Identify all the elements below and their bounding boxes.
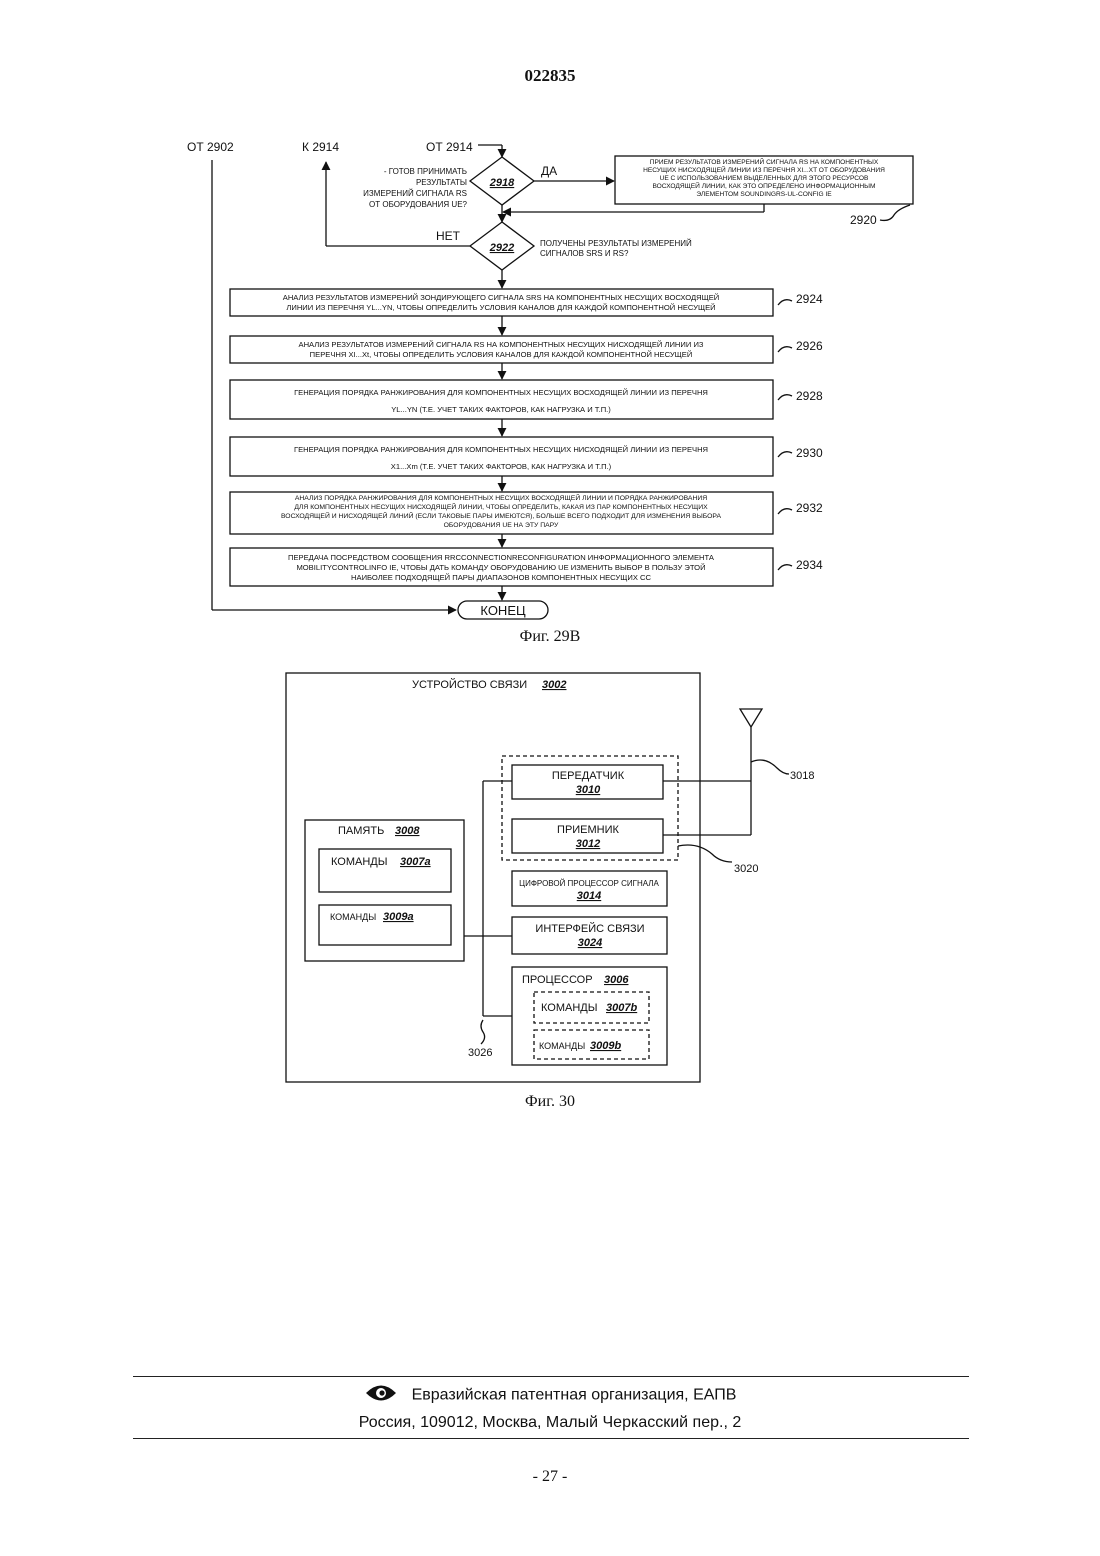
dsp-ref: 3014 xyxy=(577,890,601,902)
decision-2918-q0: - ГОТОВ ПРИНИМАТЬ xyxy=(384,167,467,176)
device-label: УСТРОЙСТВО СВЯЗИ xyxy=(412,678,527,691)
proc-commands-a-ref: 3007b xyxy=(606,1002,637,1014)
step-2930: ГЕНЕРАЦИЯ ПОРЯДКА РАНЖИРОВАНИЯ ДЛЯ КОМПО… xyxy=(230,437,823,476)
device-ref: 3002 xyxy=(542,679,566,691)
receiver-ref: 3012 xyxy=(576,838,600,850)
transceiver-leader xyxy=(678,845,732,862)
decision-2918-ref: 2918 xyxy=(489,177,515,189)
comm-interface-label: ИНТЕРФЕЙС СВЯЗИ xyxy=(535,922,644,935)
box-2920-line1: НЕСУЩИХ НИСХОДЯЩЕЙ ЛИНИИ ИЗ ПЕРЕЧНЯ XI..… xyxy=(643,165,885,174)
memory-ref: 3008 xyxy=(395,825,420,837)
step-2928-ref: 2928 xyxy=(796,389,823,403)
connector-from-2902: ОТ 2902 xyxy=(187,140,234,154)
box-2920-line2: UE С ИСПОЛЬЗОВАНИЕМ ВЫДЕЛЕННЫХ ДЛЯ ЭТОГО… xyxy=(660,175,869,182)
bus-ref: 3026 xyxy=(468,1047,492,1059)
box-2920-line4: ЭЛЕМЕНТОМ SOUNDINGRS-UL-CONFIG IE xyxy=(696,191,832,198)
eapo-logo-icon xyxy=(364,1384,398,1407)
memory-box xyxy=(305,820,464,961)
transmitter-label: ПЕРЕДАТЧИК xyxy=(552,770,625,782)
step-2932-ref: 2932 xyxy=(796,501,823,515)
transmitter-ref: 3010 xyxy=(576,784,601,796)
step-2930-line0: ГЕНЕРАЦИЯ ПОРЯДКА РАНЖИРОВАНИЯ ДЛЯ КОМПО… xyxy=(294,445,708,454)
step-2930-ref: 2930 xyxy=(796,446,823,460)
device-box xyxy=(286,673,700,1082)
step-2924-ref: 2924 xyxy=(796,292,823,306)
footer-address: Россия, 109012, Москва, Малый Черкасский… xyxy=(0,1414,1100,1432)
proc-commands-b-label: КОМАНДЫ xyxy=(539,1041,585,1051)
footer-organization: Евразийская патентная организация, ЕАПВ xyxy=(0,1384,1100,1407)
step-2932-line2: ВОСХОДЯЩЕЙ И НИСХОДЯЩЕЙ ЛИНИЙ (ЕСЛИ ТАКО… xyxy=(281,511,722,520)
antenna-icon xyxy=(740,709,762,835)
figure-30: УСТРОЙСТВО СВЯЗИ 3002 ПАМЯТЬ 3008 КОМАНД… xyxy=(286,673,814,1110)
processor-label: ПРОЦЕССОР xyxy=(522,974,593,986)
step-2932: АНАЛИЗ ПОРЯДКА РАНЖИРОВАНИЯ ДЛЯ КОМПОНЕН… xyxy=(230,492,823,534)
footer-organization-text: Евразийская патентная организация, ЕАПВ xyxy=(412,1387,737,1404)
bus-leader xyxy=(481,1020,485,1044)
mem-commands-a-label: КОМАНДЫ xyxy=(331,856,387,868)
step-2934-ref: 2934 xyxy=(796,558,823,572)
decision-2922-no: НЕТ xyxy=(436,229,461,243)
fig29b-caption: Фиг. 29В xyxy=(520,628,581,645)
step-2926: АНАЛИЗ РЕЗУЛЬТАТОВ ИЗМЕРЕНИЙ СИГНАЛА RS … xyxy=(230,336,823,363)
step-2934-line0: ПЕРЕДАЧА ПОСРЕДСТВОМ СООБЩЕНИЯ RRCCONNEC… xyxy=(288,553,715,562)
step-2934-line1: MOBILITYCONTROLINFO IE, ЧТОБЫ ДАТЬ КОМАН… xyxy=(296,563,705,572)
decision-2922-q1: СИГНАЛОВ SRS И RS? xyxy=(540,249,629,258)
mem-commands-b-label: КОМАНДЫ xyxy=(330,912,376,922)
comm-interface-ref: 3024 xyxy=(578,937,602,949)
step-2930-line1: X1...Xm (Т.Е. УЧЕТ ТАКИХ ФАКТОРОВ, КАК Н… xyxy=(391,462,612,471)
transceiver-ref: 3020 xyxy=(734,863,758,875)
fig30-caption: Фиг. 30 xyxy=(525,1093,575,1110)
figure-29b: ОТ 2902 К 2914 ОТ 2914 2918 - ГОТОВ ПРИН… xyxy=(187,140,913,645)
box-2920-line3: ВОСХОДЯЩЕЙ ЛИНИИ, КАК ЭТО ОПРЕДЕЛЕНО ИНФ… xyxy=(653,181,876,190)
mem-commands-b-ref: 3009a xyxy=(383,911,414,923)
step-2924-line1: ЛИНИИ ИЗ ПЕРЕЧНЯ YL...YN, ЧТОБЫ ОПРЕДЕЛИ… xyxy=(286,303,715,312)
step-2932-line1: ДЛЯ КОМПОНЕНТНЫХ НЕСУЩИХ НИСХОДЯЩЕЙ ЛИНИ… xyxy=(294,502,708,511)
connector-to-2914: К 2914 xyxy=(302,140,339,154)
footer-rule-top xyxy=(133,1376,969,1377)
step-2926-line1: ПЕРЕЧНЯ XI...Xt, ЧТОБЫ ОПРЕДЕЛИТЬ УСЛОВИ… xyxy=(310,350,693,359)
box-2920-ref: 2920 xyxy=(850,213,877,227)
antenna-ref: 3018 xyxy=(790,770,814,782)
step-2934-line2: НАИБОЛЕЕ ПОДХОДЯЩЕЙ ПАРЫ ДИАПАЗОНОВ КОМП… xyxy=(351,573,651,582)
proc-commands-b-ref: 3009b xyxy=(590,1040,621,1052)
step-2926-line0: АНАЛИЗ РЕЗУЛЬТАТОВ ИЗМЕРЕНИЙ СИГНАЛА RS … xyxy=(299,340,704,349)
proc-commands-a-label: КОМАНДЫ xyxy=(541,1002,597,1014)
processor-ref: 3006 xyxy=(604,974,629,986)
decision-2918-q1: РЕЗУЛЬТАТЫ xyxy=(416,178,467,187)
memory-label: ПАМЯТЬ xyxy=(338,825,384,837)
page-number: - 27 - xyxy=(0,1468,1100,1486)
receiver-label: ПРИЕМНИК xyxy=(557,824,619,836)
antenna-leader xyxy=(751,760,789,774)
decision-2918-q3: ОТ ОБОРУДОВАНИЯ UE? xyxy=(369,200,468,209)
end-label: КОНЕЦ xyxy=(480,603,526,618)
decision-2918-yes: ДА xyxy=(541,164,557,178)
connector-from-2914: ОТ 2914 xyxy=(426,140,473,154)
decision-2918-q2: ИЗМЕРЕНИЙ СИГНАЛА RS xyxy=(363,189,467,198)
box-2920-leader xyxy=(880,205,910,220)
step-2928-line1: YL...YN (Т.Е. УЧЕТ ТАКИХ ФАКТОРОВ, КАК Н… xyxy=(391,405,611,414)
decision-2922-q0: ПОЛУЧЕНЫ РЕЗУЛЬТАТЫ ИЗМЕРЕНИЙ xyxy=(540,239,692,248)
step-2928-line0: ГЕНЕРАЦИЯ ПОРЯДКА РАНЖИРОВАНИЯ ДЛЯ КОМПО… xyxy=(294,388,708,397)
mem-commands-a-ref: 3007a xyxy=(400,856,431,868)
step-2934: ПЕРЕДАЧА ПОСРЕДСТВОМ СООБЩЕНИЯ RRCCONNEC… xyxy=(230,548,823,586)
decision-2922-ref: 2922 xyxy=(489,242,514,254)
step-2932-line3: ОБОРУДОВАНИЯ UE НА ЭТУ ПАРУ xyxy=(444,522,559,529)
dsp-label: ЦИФРОВОЙ ПРОЦЕССОР СИГНАЛА xyxy=(519,879,659,888)
step-2928: ГЕНЕРАЦИЯ ПОРЯДКА РАНЖИРОВАНИЯ ДЛЯ КОМПО… xyxy=(230,380,823,419)
step-2924: АНАЛИЗ РЕЗУЛЬТАТОВ ИЗМЕРЕНИЙ ЗОНДИРУЮЩЕГ… xyxy=(230,289,823,316)
footer-rule-bottom xyxy=(133,1438,969,1439)
step-2926-ref: 2926 xyxy=(796,339,823,353)
step-2932-line0: АНАЛИЗ ПОРЯДКА РАНЖИРОВАНИЯ ДЛЯ КОМПОНЕН… xyxy=(295,493,707,502)
step-2924-line0: АНАЛИЗ РЕЗУЛЬТАТОВ ИЗМЕРЕНИЙ ЗОНДИРУЮЩЕГ… xyxy=(283,293,720,302)
box-2920-line0: ПРИЕМ РЕЗУЛЬТАТОВ ИЗМЕРЕНИЙ СИГНАЛА RS Н… xyxy=(650,157,879,166)
